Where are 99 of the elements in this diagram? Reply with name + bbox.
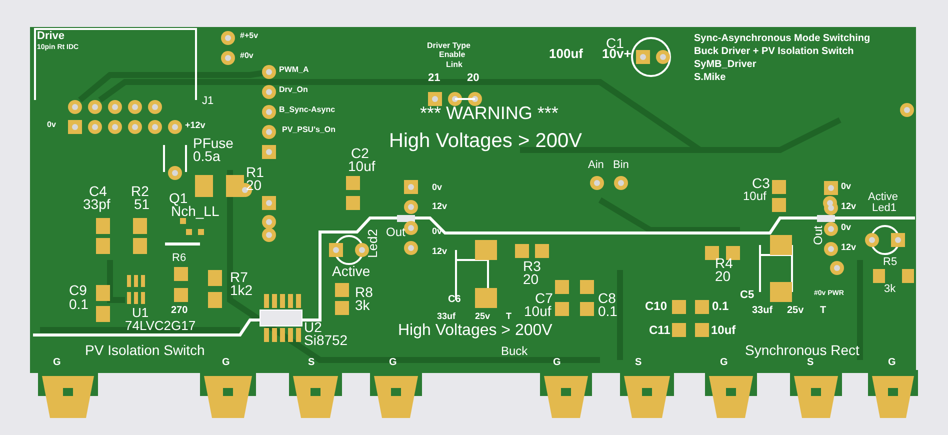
section-label: PV Isolation Switch [85,343,205,357]
value-label: Nch_LL [171,204,220,218]
component-label: C10 [645,300,668,312]
pin-label: 12v [432,247,448,256]
pin-label: G [389,358,397,368]
value-label: T [506,312,512,321]
board-title: Sync-Asynchronous Mode Switching [694,34,870,44]
component-label: Led2 [366,229,379,258]
value-label: 51 [134,197,150,211]
component-label: R2 [131,184,149,198]
warning-text: *** WARNING *** [420,104,558,122]
pin-label: 12v [841,243,856,252]
value-label: 20 [715,269,731,283]
pin-label: +12v [185,121,206,130]
component-label: U1 [132,306,149,319]
connector-label: Out [812,226,824,245]
value-label: 10uf [524,304,552,318]
pin-label: 0v [841,223,852,232]
component-label: R5 [883,257,898,268]
warning-text: High Voltages > 200V [389,131,582,151]
value-label: 0.1 [712,300,729,312]
connector-label: Out [386,226,406,238]
pin-label: G [222,358,230,368]
component-label: Led1 [872,203,896,214]
status-label: Active [332,264,370,278]
pin-label: 20 [467,73,480,84]
pin-label: 21 [428,73,440,84]
component-label: Q1 [169,191,188,205]
value-label: 33pf [83,197,110,211]
pin-label: 0v [432,183,442,192]
value-label: 25v [475,312,490,321]
value-label: 1k2 [230,283,253,297]
component-label: R8 [355,285,373,299]
jumper-label: Link [446,61,462,69]
component-label: U2 [304,320,322,334]
pin-label: Drv_On [279,86,308,94]
component-label: C3 [752,176,770,190]
value-label: 10uf [348,159,376,173]
value-label: 270 [171,306,188,316]
value-label: 10v+ [602,47,632,60]
pin-label: 0v [841,182,852,191]
pin-label: S [807,358,814,368]
component-label: R7 [230,270,248,284]
pin-label: PWM_A [279,66,309,74]
pin-label: 0v [47,121,56,129]
value-label: 10uf [743,190,766,202]
component-label: C7 [535,291,553,305]
component-label: R1 [246,165,264,179]
pin-label: #+5v [240,32,258,40]
pin-label: G [720,358,728,368]
board-title: SyMB_Driver [694,60,756,70]
value-label: 10uf [711,324,736,336]
pin-label: G [553,358,561,368]
component-label: R4 [715,256,733,270]
value-label: 25v [787,306,804,316]
value-label: T [820,306,826,316]
pin-label: PV_PSU's_On [282,126,336,134]
pin-label: Ain [588,160,604,171]
value-label: 20 [246,178,262,192]
component-label: C1 [606,36,624,50]
value-label: 3k [884,284,896,295]
value-label: 0.5a [193,149,220,163]
component-label: C8 [598,291,616,305]
value-label: 0.1 [69,297,88,311]
component-label: C11 [649,324,670,336]
value-label: 100uf [549,47,583,60]
component-label: C4 [89,184,107,198]
component-label: 74LVC2G17 [125,319,196,332]
component-label: C9 [69,283,87,297]
jumper-label: Driver Type [427,42,470,50]
jumper-label: Enable [439,51,466,59]
component-label: PFuse [193,136,234,150]
connector-label: Drive [37,31,65,42]
component-label: R3 [523,259,541,273]
pin-label: Bin [613,160,629,171]
component-label: C2 [351,146,369,160]
warning-text: High Voltages > 200V [398,323,552,339]
component-label: C5 [740,290,754,301]
pin-label: S [635,358,642,368]
status-label: Active [868,192,898,203]
pin-label: G [888,358,896,368]
value-label: 33uf [437,312,456,321]
pin-label: G [53,358,61,368]
pin-label: B_Sync-Async [279,106,336,114]
value-label: 33uf [752,306,773,316]
value-label: 20 [523,272,539,286]
pin-label: S [308,358,315,368]
component-label: J1 [202,96,214,107]
board-title: Buck Driver + PV Isolation Switch [694,47,854,57]
pin-label: #0v [240,52,254,60]
section-label: Buck [501,345,528,357]
component-label: R6 [172,253,186,264]
value-label: 3k [355,298,370,312]
value-label: 0.1 [598,304,618,318]
section-label: Synchronous Rect [745,343,860,357]
pin-label: 12v [841,202,856,211]
board-title: S.Mike [694,73,726,83]
pin-label: 12v [432,202,448,211]
component-label: Si8752 [304,333,348,347]
